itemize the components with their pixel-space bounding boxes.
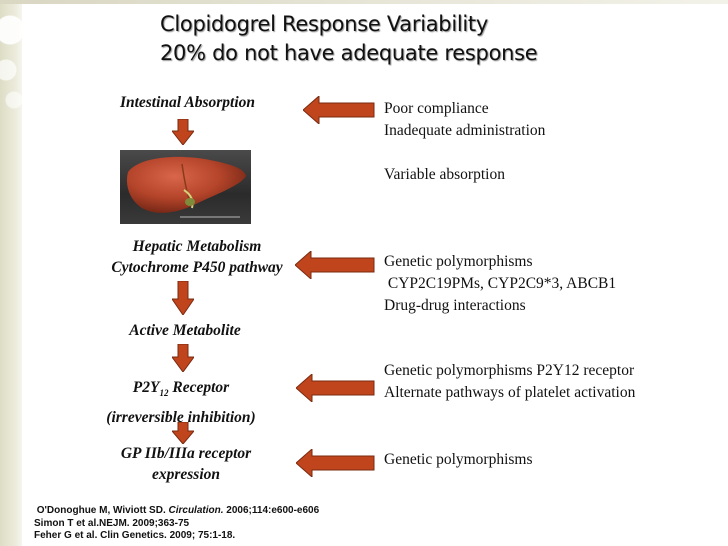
p2y-suffix: Receptor xyxy=(168,379,230,396)
cause-inadequate-administration: Inadequate administration xyxy=(384,122,546,139)
active-metabolite-label: Active Metabolite xyxy=(129,322,241,339)
slide-title: Clopidogrel Response Variability 20% do … xyxy=(160,10,720,68)
cause-cyp-variants: CYP2C19PMs, CYP2C9*3, ABCB1 xyxy=(384,275,617,292)
step-p2y12-receptor: P2Y12 Receptor (irreversible inhibition) xyxy=(86,377,276,428)
gp-line-2: expression xyxy=(151,466,221,483)
causes-absorption: Poor compliance Inadequate administratio… xyxy=(384,98,545,186)
ref1-authors: O'Donoghue M, Wiviott SD. xyxy=(34,505,169,516)
step-hepatic-metabolism: Hepatic Metabolism Cytochrome P450 pathw… xyxy=(88,236,306,278)
cause-spacer xyxy=(384,142,545,164)
causes-metabolism: Genetic polymorphisms CYP2C19PMs, CYP2C9… xyxy=(384,251,616,317)
p2y-subscript: 12 xyxy=(159,388,169,399)
hepatic-line-2: Cytochrome P450 pathway xyxy=(111,259,283,276)
p2y12-line-1: P2Y12 Receptor xyxy=(86,377,276,404)
left-arrow-receptor-icon xyxy=(296,374,375,402)
reference-3: Feher G et al. Clin Genetics. 2009; 75:1… xyxy=(34,530,236,541)
left-arrow-metabolism-icon xyxy=(295,251,375,279)
p2y-prefix: P2Y xyxy=(132,379,160,396)
step-intestinal-label: Intestinal Absorption xyxy=(119,94,256,111)
reference-1: O'Donoghue M, Wiviott SD. Circulation. 2… xyxy=(34,505,434,518)
cause-p2y12-polymorphisms: Genetic polymorphisms P2Y12 receptor xyxy=(384,362,635,379)
down-arrow-4-icon xyxy=(172,422,194,444)
left-decorative-strip xyxy=(0,0,22,546)
gp-line-1: GP IIb/IIIa receptor xyxy=(120,445,252,462)
cause-variable-absorption: Variable absorption xyxy=(384,166,505,183)
cause-genetic-polymorphisms-gp: Genetic polymorphisms xyxy=(384,451,533,468)
cause-poor-compliance: Poor compliance xyxy=(384,100,489,117)
step-intestinal-absorption: Intestinal Absorption xyxy=(100,92,275,113)
top-decorative-band xyxy=(0,0,728,4)
reference-2: Simon T et al.NEJM. 2009;363-75 xyxy=(34,517,190,529)
title-line-1: Clopidogrel Response Variability xyxy=(160,12,488,36)
down-arrow-3-icon xyxy=(172,344,194,372)
liver-illustration-icon xyxy=(126,156,246,218)
left-arrow-absorption-icon xyxy=(303,96,375,124)
step-gp-iib-iiia: GP IIb/IIIa receptor expression xyxy=(96,443,276,485)
cause-alternate-pathways: Alternate pathways of platelet activatio… xyxy=(384,384,636,401)
liver-image xyxy=(120,150,251,224)
title-line-2: 20% do not have adequate response xyxy=(160,41,538,65)
causes-receptor: Genetic polymorphisms P2Y12 receptor Alt… xyxy=(384,360,635,404)
left-arrow-gp-icon xyxy=(296,449,375,477)
step-active-metabolite: Active Metabolite xyxy=(100,320,270,341)
ref1-details: 2006;114:e600-e606 xyxy=(223,505,320,516)
p2y12-line-2: (irreversible inhibition) xyxy=(106,409,256,427)
references: O'Donoghue M, Wiviott SD. Circulation. 2… xyxy=(34,505,434,543)
hepatic-line-1: Hepatic Metabolism xyxy=(132,238,262,255)
down-arrow-2-icon xyxy=(172,281,194,315)
ref1-journal: Circulation. xyxy=(168,505,224,516)
down-arrow-1-icon xyxy=(172,119,194,145)
cause-genetic-polymorphisms-1: Genetic polymorphisms xyxy=(384,253,533,270)
cause-drug-interactions: Drug-drug interactions xyxy=(384,297,526,314)
causes-gp: Genetic polymorphisms xyxy=(384,449,533,471)
